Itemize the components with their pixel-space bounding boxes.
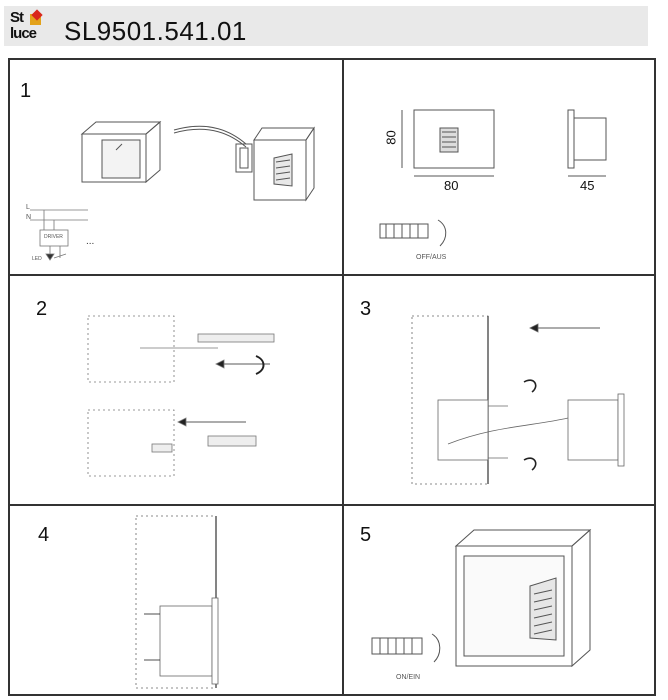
dimension-drawing	[379, 109, 607, 247]
depth-dimension: 45	[580, 178, 595, 193]
finished-luminaire-drawing	[371, 528, 592, 668]
off-switch-label: OFF/AUS	[416, 254, 447, 261]
panel-3-mounting: 3	[343, 275, 655, 505]
panel-1-dimensions: 80 80 45 OFF/AUS	[343, 59, 655, 275]
luminaire-and-box-drawing	[30, 120, 315, 261]
panel-5-finished: 5	[343, 505, 655, 695]
panel-1-wiring: 1	[9, 59, 343, 275]
installed-box-drawing	[135, 515, 219, 689]
wire-l-label: L	[26, 204, 30, 211]
st-luce-logo: St luce	[8, 9, 48, 44]
model-number: SL9501.541.01	[64, 16, 247, 46]
drilling-drawing	[87, 315, 275, 477]
driver-label: DRIVER	[44, 234, 63, 240]
width-dimension: 80	[444, 178, 459, 193]
led-label: LED	[32, 256, 42, 262]
on-switch-label: ON/EIN	[396, 674, 421, 681]
panel-4-installed-box: 4	[9, 505, 343, 695]
document-header: St luce SL9501.541.01	[4, 6, 648, 46]
step-number: 4	[38, 524, 50, 546]
step-number: 3	[360, 298, 372, 320]
panel-2-drilling: 2	[9, 275, 343, 505]
instruction-grid: 1	[8, 58, 656, 696]
wire-n-label: N	[26, 214, 32, 221]
logo-line2: luce	[10, 25, 37, 42]
mounting-drawing	[411, 315, 625, 485]
more-lamps-dots: ...	[86, 236, 95, 247]
step-number: 1	[20, 80, 32, 102]
height-dimension: 80	[383, 130, 399, 145]
step-number: 5	[360, 524, 372, 546]
logo-line1: St	[10, 9, 24, 26]
step-number: 2	[36, 298, 48, 320]
